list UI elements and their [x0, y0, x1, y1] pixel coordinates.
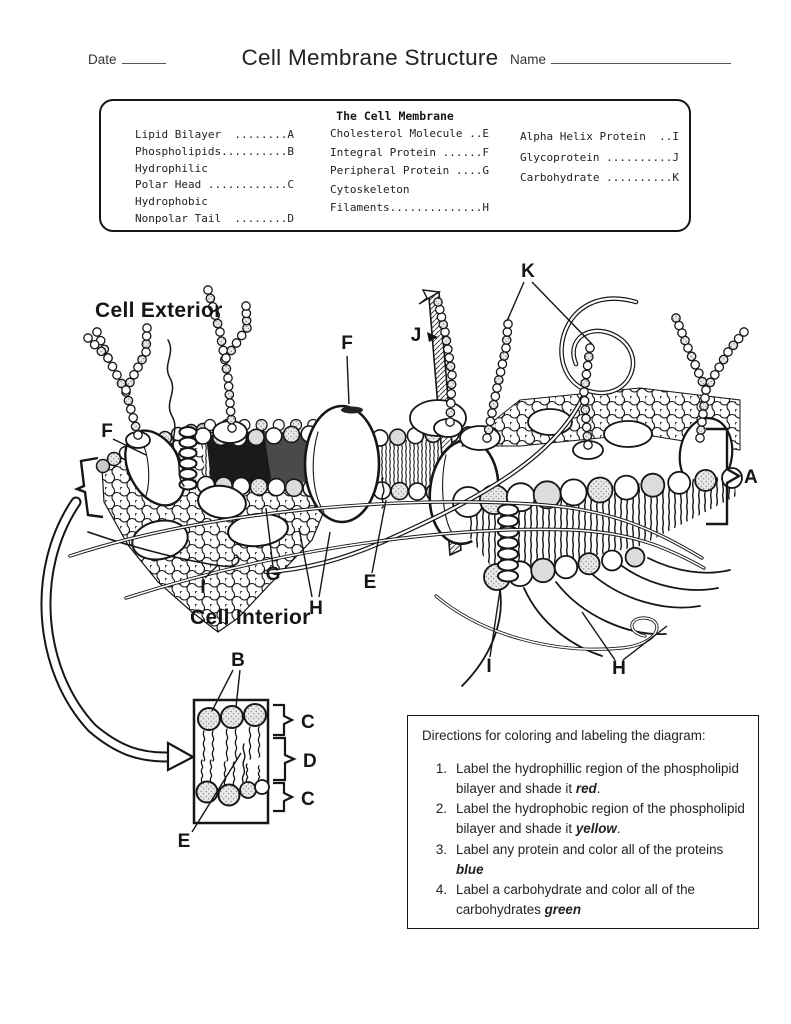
line-i-right	[489, 589, 501, 658]
line-h-right-2	[622, 625, 668, 661]
inset-zoom-arrowhead	[166, 741, 196, 772]
membrane-diagram: Cell Exterior Cell Interior F F J K A I …	[40, 261, 758, 852]
label-i-right: I	[486, 656, 491, 677]
label-g: G	[266, 564, 281, 585]
line-e-inset	[191, 752, 242, 833]
date-label: Date	[88, 52, 117, 67]
name-row: Name	[510, 52, 732, 67]
label-c-top-inset: C	[301, 712, 315, 733]
label-d-inset: D	[303, 751, 317, 772]
arrowhead-j	[427, 332, 438, 342]
label-h-right: H	[612, 658, 626, 679]
line-e-center	[371, 499, 387, 574]
label-pointer-layer	[73, 281, 742, 833]
line-h-left-1	[298, 527, 313, 598]
date-blank-line	[121, 52, 166, 64]
label-text-layer: Cell Exterior Cell Interior F F J K A I …	[95, 261, 758, 852]
label-k: K	[521, 261, 535, 282]
brace-d	[273, 736, 297, 782]
label-cell-exterior: Cell Exterior	[95, 299, 223, 322]
brace-a	[706, 427, 742, 526]
label-i-left: I	[200, 577, 205, 598]
line-f-left	[112, 438, 147, 456]
direction-item: 1. Label the hydrophillic region of the …	[435, 761, 739, 797]
brace-c-top	[273, 703, 295, 737]
name-label: Name	[510, 52, 547, 67]
label-j: J	[411, 325, 422, 346]
name-blank-line	[551, 52, 732, 64]
membrane-illustration	[40, 285, 749, 825]
direction-item: 4. Label a carbohydrate and color all of…	[435, 881, 695, 917]
label-f-center: F	[341, 333, 353, 354]
line-k-1	[506, 281, 525, 322]
line-f-center	[346, 355, 350, 405]
label-e-center: E	[364, 572, 377, 593]
page-title: Cell Membrane Structure	[241, 45, 499, 70]
legend-box: The Cell Membrane Lipid Bilayer ........…	[99, 99, 691, 232]
brace-c-bottom	[273, 781, 295, 813]
line-h-right-1	[581, 611, 616, 661]
label-a: A	[744, 467, 758, 488]
legend-column-2: Cholesterol Molecule ..E Integral Protei…	[330, 127, 489, 214]
label-c-bottom-inset: C	[301, 789, 315, 810]
line-b-1	[211, 669, 234, 712]
directions-box: Directions for coloring and labeling the…	[407, 715, 759, 929]
label-cell-interior: Cell Interior	[190, 606, 311, 629]
label-h-left: H	[309, 598, 323, 619]
legend-column-1: Lipid Bilayer ........A Phospholipids...…	[135, 128, 294, 225]
direction-item: 2. Label the hydrophobic region of the p…	[435, 801, 745, 837]
line-h-left-2	[318, 531, 331, 598]
label-f-left: F	[101, 421, 113, 442]
legend-title: The Cell Membrane	[336, 109, 454, 123]
line-g	[265, 507, 274, 568]
bracket-left	[73, 456, 104, 519]
line-k-2	[531, 281, 593, 345]
direction-item: 3. Label any protein and color all of th…	[435, 841, 724, 877]
legend-column-3: Alpha Helix Protein ..I Glycoprotein ...…	[520, 130, 679, 184]
directions-title: Directions for coloring and labeling the…	[422, 728, 706, 743]
label-e-inset: E	[178, 831, 191, 852]
line-b-2	[235, 669, 241, 708]
label-b-inset: B	[231, 650, 245, 671]
date-row: Date	[88, 52, 166, 67]
line-i-left	[204, 565, 218, 579]
